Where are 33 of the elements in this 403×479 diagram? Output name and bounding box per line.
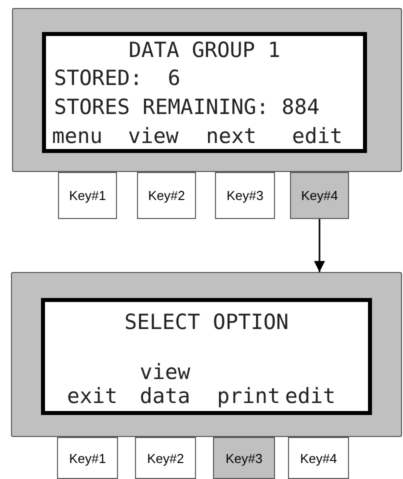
key-label: Key#2 [148,188,185,203]
key-label: Key#2 [147,450,184,466]
device-panel [12,8,402,172]
key-button [215,172,275,219]
key-label: Key#3 [226,188,264,203]
key-button [57,437,118,479]
arrow [314,219,326,272]
screen-text: STORES REMAINING: 884 [54,95,320,119]
screen-text: edit [285,384,336,408]
key-label: Key#3 [226,450,262,466]
screen-text: DATA GROUP 1 [128,38,282,62]
key-button [290,172,349,219]
screen-text: exit [67,384,118,408]
screen-text: SELECT OPTION [123,310,290,334]
key-label: Key#1 [69,450,106,466]
lcd-screen [42,32,367,153]
key-button [213,437,275,479]
screen-text: STORED: 6 [54,66,180,90]
screen-text: next [206,124,257,148]
device-panel [11,272,402,437]
screen-text: edit [292,124,343,148]
key-button [288,437,349,479]
lcd-screen [41,298,372,415]
key-button [137,172,196,219]
key-label: Key#4 [300,450,337,466]
screen-text: menu [52,124,103,148]
key-button [58,172,117,219]
key-label: Key#1 [69,188,106,203]
key-button [135,437,196,479]
key-label: Key#4 [301,188,338,203]
screen-text: view data [138,360,192,408]
screen-text: view [128,124,179,148]
screen-text: print [217,384,280,408]
